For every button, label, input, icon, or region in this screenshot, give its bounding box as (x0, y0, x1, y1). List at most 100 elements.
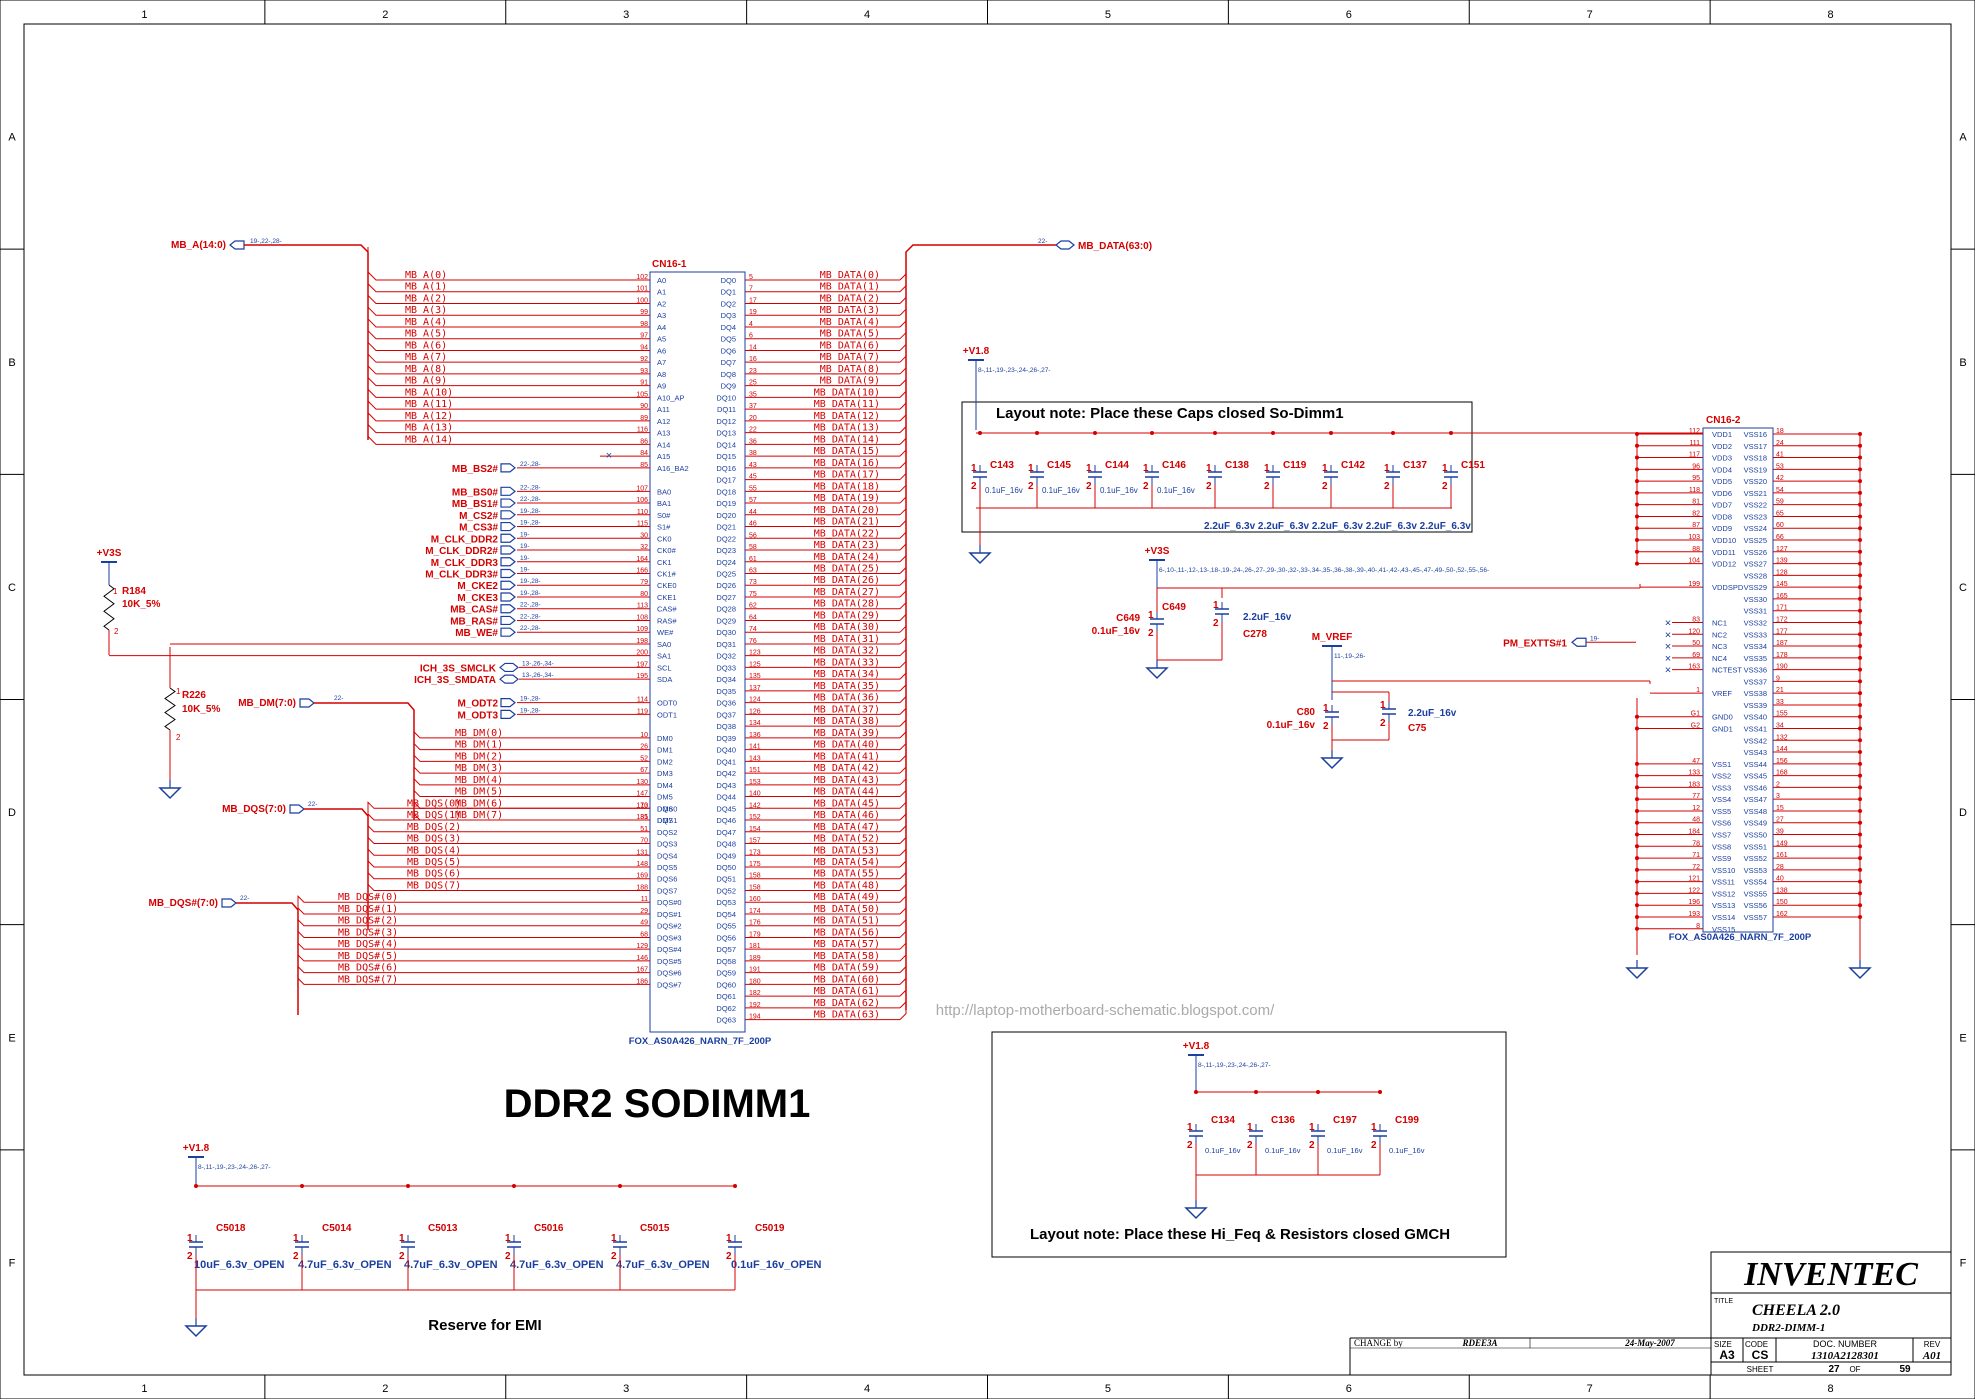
control-net-label: M_CS2# (459, 511, 498, 522)
pin-number: 14 (749, 344, 757, 351)
data-net-label: MB_DATA(12) (814, 411, 880, 422)
pin-name: DQ61 (716, 992, 736, 1001)
control-net-label: M_CKE3 (457, 593, 498, 604)
junction-dot (1378, 1090, 1382, 1094)
control-net-label: MB_RAS# (450, 616, 498, 627)
pin-name: DQ44 (716, 793, 736, 802)
pin-name: DQ38 (716, 722, 736, 731)
control-port (500, 627, 516, 637)
data-net-label: MB_DATA(1) (820, 282, 880, 293)
control-port (500, 486, 516, 496)
pin-name: DQS2 (657, 828, 677, 837)
pin-name: DQ49 (716, 851, 736, 860)
cap-ref: C134 (1211, 1115, 1235, 1126)
connector-ref: CN16-2 (1706, 415, 1741, 426)
pin-name: VDD1 (1712, 430, 1732, 439)
data-bus-fanout (899, 252, 907, 281)
cap-ref: C136 (1271, 1115, 1295, 1126)
pin-number: 104 (1688, 558, 1700, 565)
no-connect-icon: × (1665, 641, 1671, 653)
pin-number: 185 (636, 814, 648, 821)
control-port (500, 568, 516, 579)
pin-number: 57 (749, 497, 757, 504)
pin-name: VSS9 (1712, 854, 1731, 863)
pin-name: SCL (657, 663, 672, 672)
junction-dot (1316, 1090, 1320, 1094)
pin-number: 82 (1692, 510, 1700, 517)
pin-name: CK1 (657, 558, 672, 567)
pin-name: A5 (657, 335, 666, 344)
data-net-label: MB_DATA(57) (814, 939, 880, 950)
pin-number: 12 (1692, 805, 1700, 812)
pin-number: 139 (1776, 558, 1788, 565)
pin-name: S1# (657, 523, 671, 532)
pin-number: 96 (1692, 463, 1700, 470)
pin-name: DQ30 (716, 628, 736, 637)
cap-ref: C143 (990, 460, 1014, 471)
data-net-label: MB_DATA(3) (820, 305, 880, 316)
frame-col-label: 6 (1346, 9, 1352, 21)
pin-number: 93 (640, 368, 648, 375)
cap-ref: C5018 (216, 1223, 246, 1234)
pin-number: 23 (749, 368, 757, 375)
pin-number: 10 (640, 732, 648, 739)
vref-rail-label: M_VREF (1312, 632, 1353, 643)
no-connect-icon: × (1665, 665, 1671, 677)
layout-note: Layout note: Place these Caps closed So-… (996, 405, 1344, 422)
data-bus-fanout (899, 252, 907, 328)
cap-value: 4.7uF_6.3v_OPEN (298, 1259, 392, 1271)
pin-number: 51 (640, 826, 648, 833)
pin-number: 56 (749, 532, 757, 539)
pin-name: VSS28 (1744, 571, 1767, 580)
pin-name: DQ54 (716, 910, 736, 919)
power-rail-label: +V3S (97, 548, 122, 559)
control-ref: 19-,28- (520, 578, 541, 585)
pin-number: 123 (749, 650, 761, 657)
data-net-label: MB_DATA(51) (814, 916, 880, 927)
pin-number: 45 (749, 474, 757, 481)
resistor-ref: R184 (122, 586, 146, 597)
tb-total: 59 (1899, 1364, 1911, 1375)
cap-pin-number: 2 (293, 1251, 299, 1262)
data-net-label: MB_DATA(49) (814, 892, 880, 903)
dqsn-net-label: MB_DQS#(4) (338, 939, 398, 950)
pin-name: DM7 (657, 816, 673, 825)
pin-number: 7 (749, 286, 753, 293)
pin-number: 110 (637, 509, 648, 516)
address-bus-fanout (367, 247, 404, 316)
junction-dot (1271, 431, 1275, 435)
pin-name: DM0 (657, 734, 673, 743)
pin-name: DQS#7 (657, 980, 682, 989)
dqs-bus-fanout (367, 812, 405, 833)
pin-name: DQ43 (716, 781, 736, 790)
pin-number: 16 (749, 356, 757, 363)
cap-ref: C75 (1408, 723, 1427, 734)
pin-name: DQS#2 (657, 922, 682, 931)
pin-name: VSS34 (1744, 642, 1767, 651)
data-net-label: MB_DATA(34) (814, 669, 880, 680)
resistor-icon (103, 584, 115, 631)
pin-number: 61 (749, 556, 757, 563)
cap-ref: C142 (1341, 460, 1365, 471)
pin-number: 100 (636, 297, 648, 304)
pin-number: 158 (749, 884, 761, 891)
pin-name: VDD5 (1712, 477, 1732, 486)
pin-name: A12 (657, 417, 670, 426)
data-net-label: MB_DATA(17) (814, 470, 880, 481)
cap-pin-number: 2 (1380, 718, 1386, 729)
mb-data-port (1055, 240, 1075, 250)
pin-name: VSS24 (1744, 524, 1767, 533)
control-net-label: M_CLK_DDR3# (425, 570, 498, 581)
dqs-bus-fanout (367, 801, 405, 812)
control-port (500, 557, 516, 567)
cap-ref: C5016 (534, 1223, 564, 1234)
pin-name: VSS19 (1744, 465, 1767, 474)
data-bus-fanout (899, 252, 907, 469)
pin-name: VSS35 (1744, 654, 1767, 663)
dqsn-bus-fanout (297, 906, 336, 950)
pin-name: VSS48 (1744, 807, 1767, 816)
data-net-label: MB_DATA(4) (820, 317, 880, 328)
pin-name: DQS0 (657, 804, 677, 813)
data-net-label: MB_DATA(5) (820, 329, 880, 340)
